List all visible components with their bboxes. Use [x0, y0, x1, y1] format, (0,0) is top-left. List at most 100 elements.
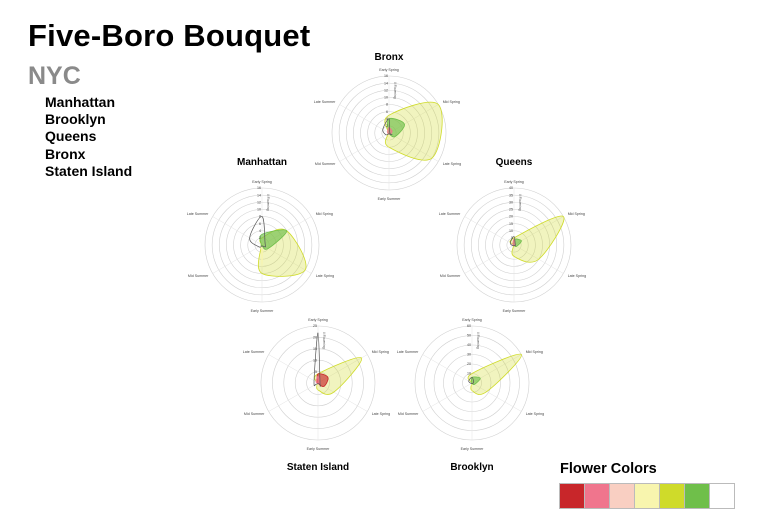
tick-label: 35: [509, 193, 513, 197]
grid-spoke: [317, 382, 368, 412]
borough-list: Manhattan Brooklyn Queens Bronx Staten I…: [45, 94, 132, 180]
tick-label: 10: [509, 229, 513, 233]
grid-spoke: [339, 104, 390, 134]
grid-spoke: [513, 216, 564, 246]
axis-label: Late Spring: [443, 162, 461, 166]
series-yellow-green-area: [467, 353, 522, 395]
axis-label: Late Summer: [439, 212, 461, 216]
radar-chart: Manhattan 2 4 6 8 10 12 14 16 # Flowering Early Sp…: [187, 157, 334, 313]
tick-label: 14: [257, 193, 261, 197]
legend-swatch-yellow-green: [659, 483, 685, 509]
tick-label: 20: [467, 362, 471, 366]
axis-label: Mid Spring: [443, 100, 460, 104]
tick-label: 20: [313, 336, 317, 340]
tick-label: 10: [257, 208, 261, 212]
axis-label: Mid Summer: [315, 162, 336, 166]
tick-label: 6: [259, 222, 261, 226]
tick-label: 14: [384, 81, 388, 85]
tick-label: 60: [467, 324, 471, 328]
grid-spoke: [268, 382, 319, 412]
tick-label: 10: [467, 372, 471, 376]
tick-label: 12: [384, 88, 388, 92]
tick-label: 12: [257, 200, 261, 204]
axis-label: Mid Spring: [372, 350, 389, 354]
radial-axis-label: # Flowering: [266, 194, 270, 211]
grid-spoke: [261, 244, 312, 274]
grid-spoke: [464, 216, 515, 246]
axis-label: Late Summer: [397, 350, 419, 354]
axis-label: Mid Spring: [526, 350, 543, 354]
grid-spoke: [212, 244, 263, 274]
axis-label: Mid Spring: [316, 212, 333, 216]
borough-list-item: Staten Island: [45, 162, 133, 179]
tick-label: 25: [509, 208, 513, 212]
axis-label: Early Spring: [462, 318, 482, 322]
borough-list-item: Queens: [45, 128, 97, 145]
axis-label: Early Summer: [307, 447, 331, 451]
grid-spoke: [471, 382, 522, 412]
page-subtitle: NYC: [28, 62, 81, 90]
chart-title: Manhattan: [237, 157, 287, 168]
legend-swatch-white: [709, 483, 735, 509]
radial-axis-label: # Flowering: [518, 194, 522, 211]
tick-label: 16: [384, 74, 388, 78]
legend-title: Flower Colors: [560, 461, 657, 477]
tick-label: 30: [509, 200, 513, 204]
tick-label: 2: [259, 236, 261, 240]
radial-axis-label: # Flowering: [393, 82, 397, 99]
legend-swatch-pale-yellow: [634, 483, 660, 509]
axis-label: Mid Spring: [568, 212, 585, 216]
tick-label: 4: [386, 117, 388, 121]
legend-swatch-red: [559, 483, 585, 509]
tick-label: 2: [386, 124, 388, 128]
page-title: Five-Boro Bouquet: [28, 18, 311, 53]
axis-label: Late Summer: [187, 212, 209, 216]
chart-title: Bronx: [375, 52, 404, 63]
grid-spoke: [422, 354, 473, 384]
tick-label: 5: [511, 236, 513, 240]
tick-label: 40: [509, 186, 513, 190]
tick-label: 30: [467, 353, 471, 357]
tick-label: 25: [313, 324, 317, 328]
grid-spoke: [464, 244, 515, 274]
axis-label: Early Spring: [504, 180, 524, 184]
tick-label: 8: [386, 103, 388, 107]
axis-label: Mid Summer: [398, 412, 419, 416]
axis-label: Late Summer: [314, 100, 336, 104]
grid-spoke: [422, 382, 473, 412]
grid-spoke: [339, 132, 390, 162]
axis-label: Late Spring: [568, 274, 586, 278]
chart-title: Staten Island: [287, 462, 349, 473]
chart-title: Queens: [496, 157, 533, 168]
tick-label: 40: [467, 343, 471, 347]
axis-label: Late Spring: [526, 412, 544, 416]
legend-swatch-pink: [584, 483, 610, 509]
axis-label: Mid Summer: [244, 412, 265, 416]
axis-label: Early Summer: [378, 197, 402, 201]
tick-label: 16: [257, 186, 261, 190]
axis-label: Mid Summer: [188, 274, 209, 278]
tick-label: 8: [259, 215, 261, 219]
radial-axis-label: # Flowering: [322, 332, 326, 349]
series-white-area: [313, 332, 321, 387]
borough-list-item: Bronx: [45, 145, 86, 162]
borough-list-item: Brooklyn: [45, 111, 106, 128]
tick-label: 20: [509, 215, 513, 219]
axis-label: Late Spring: [316, 274, 334, 278]
tick-label: 50: [467, 334, 471, 338]
legend-swatches: [559, 483, 735, 509]
borough-list-item: Manhattan: [45, 94, 115, 110]
axis-label: Early Spring: [379, 68, 399, 72]
tick-label: 5: [315, 370, 317, 374]
axis-label: Early Spring: [252, 180, 272, 184]
axis-label: Early Spring: [308, 318, 328, 322]
tick-label: 10: [384, 96, 388, 100]
series-white-area: [468, 376, 475, 384]
tick-label: 10: [313, 358, 317, 362]
tick-label: 4: [259, 229, 261, 233]
radial-axis-label: # Flowering: [476, 332, 480, 349]
